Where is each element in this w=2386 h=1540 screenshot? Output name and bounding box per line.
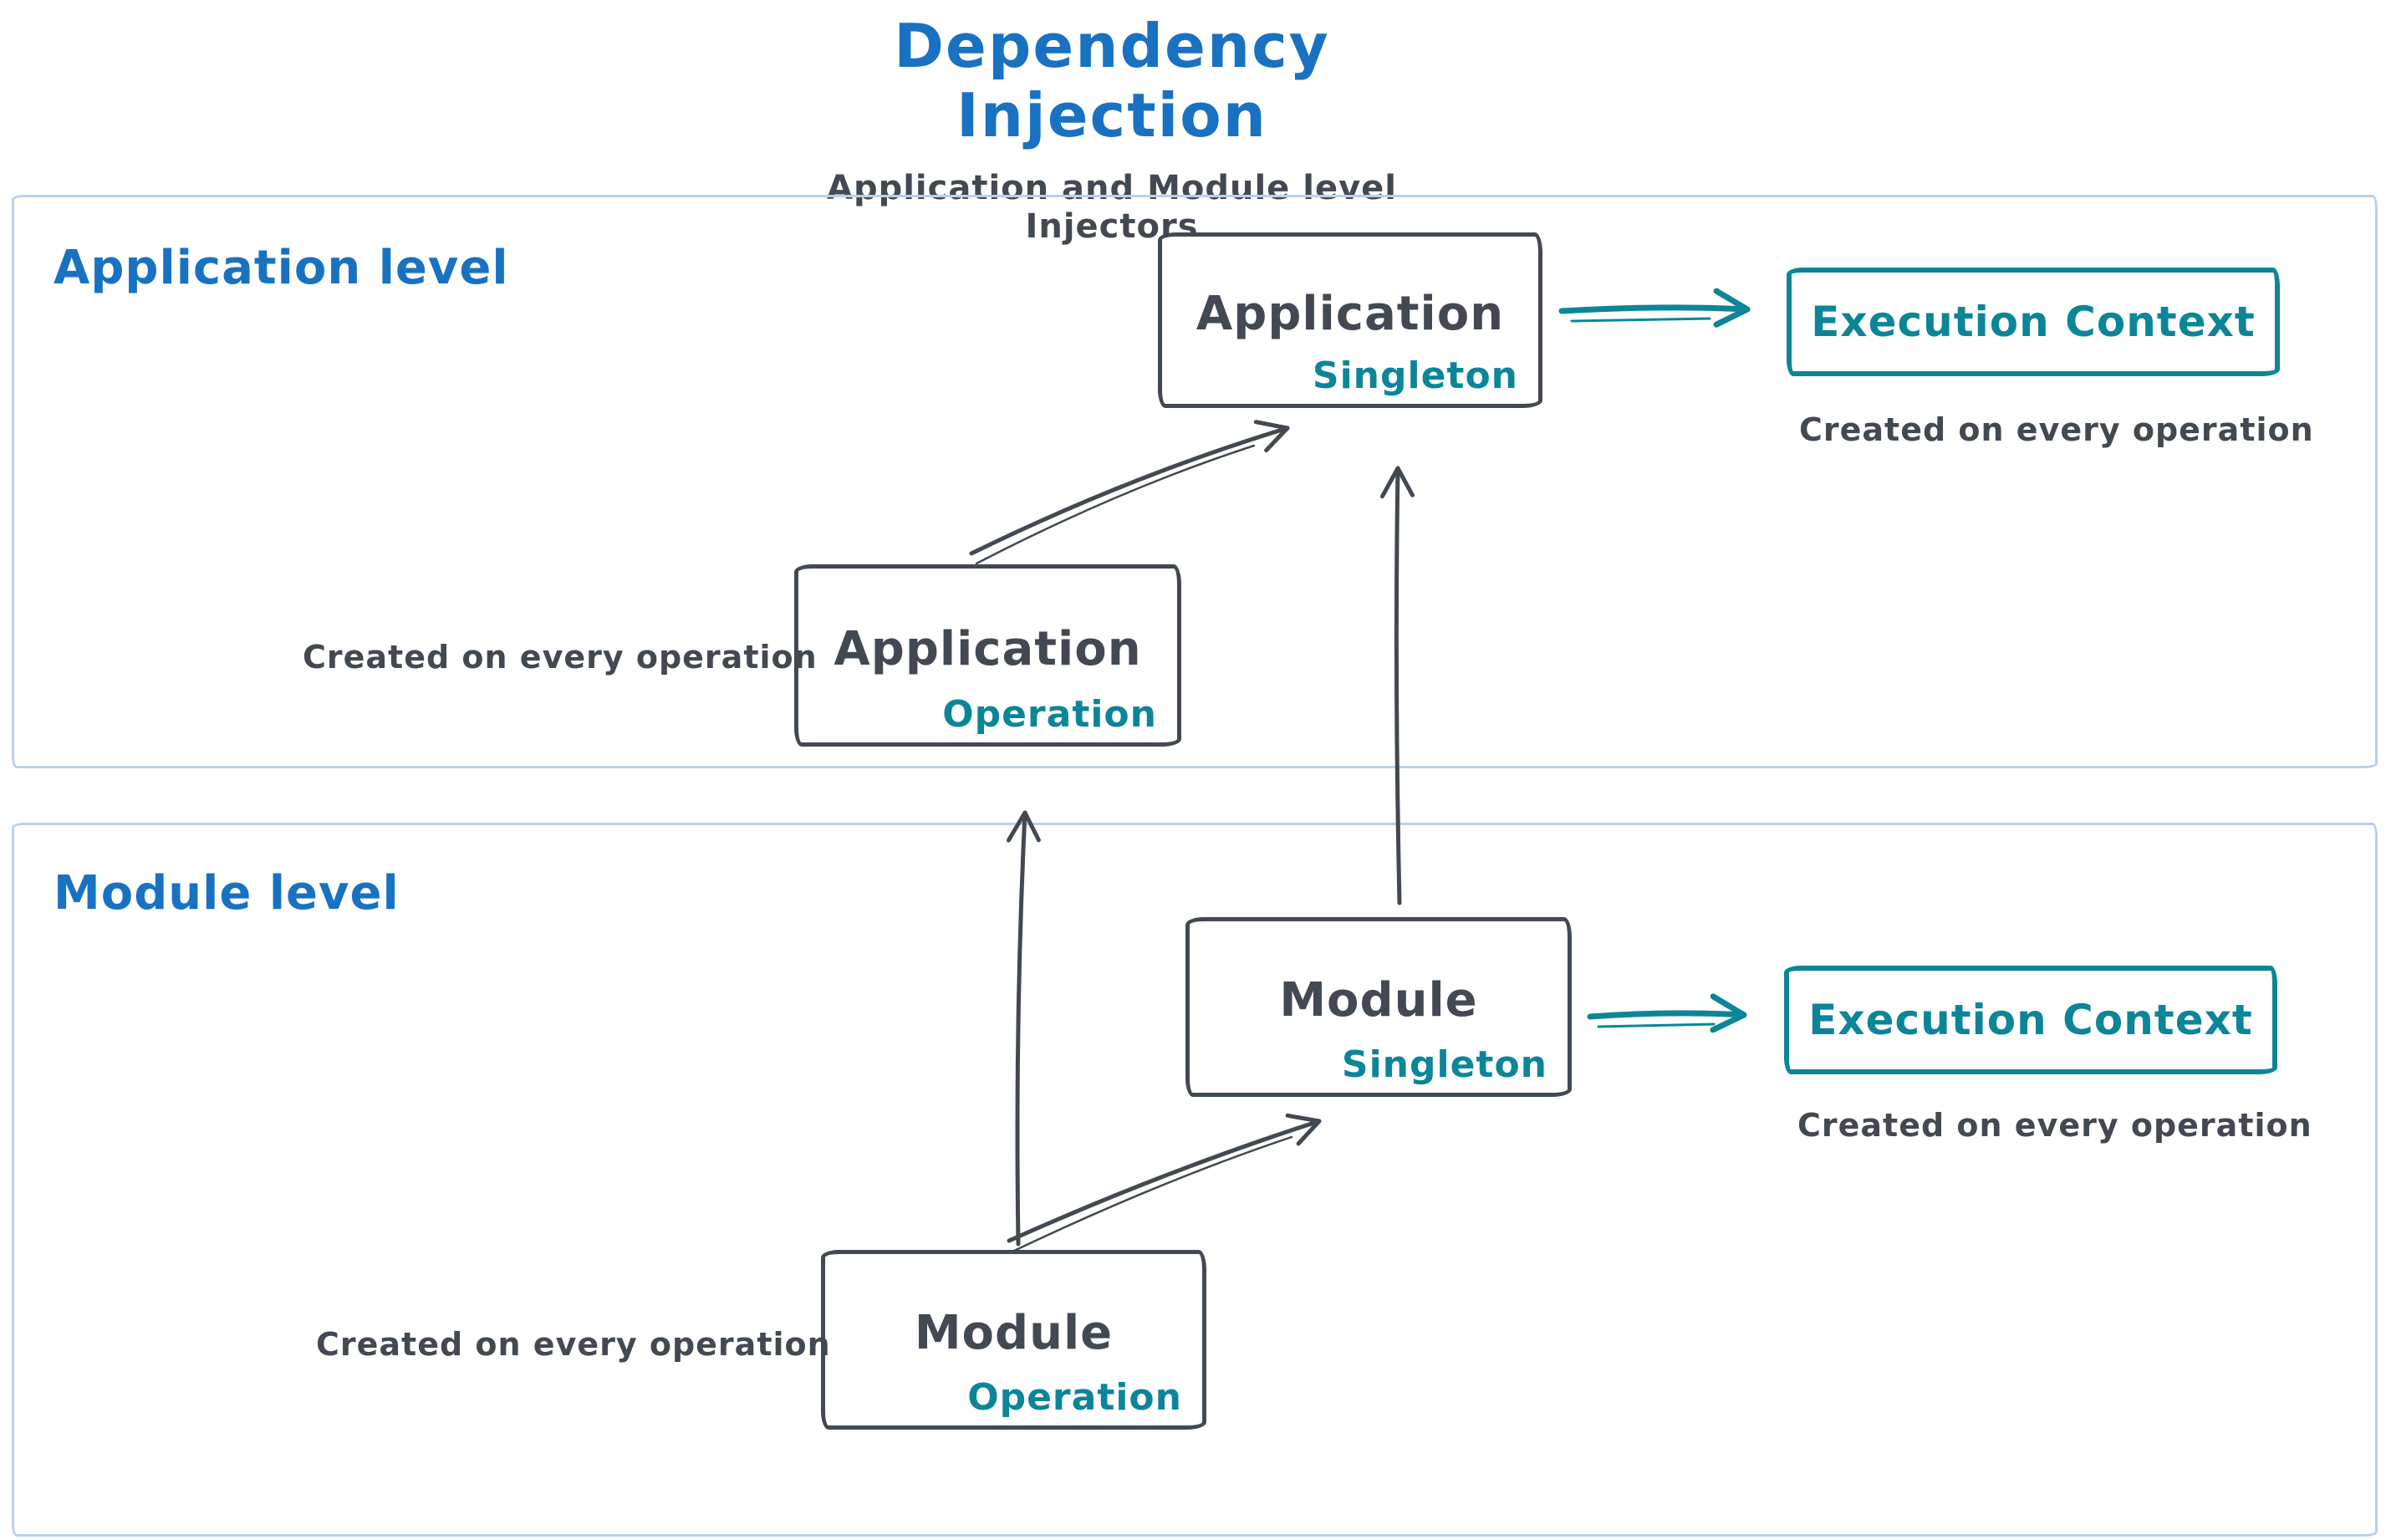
module-singleton-box: Module Singleton xyxy=(1185,917,1572,1097)
module-level-label: Module level xyxy=(54,866,400,920)
module-operation-note: Created on every operation xyxy=(316,1326,831,1363)
module-singleton-title: Module xyxy=(1279,973,1478,1028)
application-execution-context-box: Execution Context xyxy=(1787,268,2280,376)
application-execution-context-note: Created on every operation xyxy=(1799,411,2314,448)
module-singleton-scope-badge: Singleton xyxy=(1341,1043,1547,1086)
module-level-container xyxy=(12,823,2378,1537)
application-level-container xyxy=(12,195,2378,768)
diagram-title: Dependency Injection xyxy=(894,11,1330,150)
application-singleton-title: Application xyxy=(1196,286,1505,341)
module-operation-scope-badge: Operation xyxy=(967,1376,1182,1419)
application-operation-scope-badge: Operation xyxy=(942,693,1157,736)
module-execution-context-note: Created on every operation xyxy=(1797,1107,2312,1144)
module-execution-context-title: Execution Context xyxy=(1808,996,2253,1044)
application-operation-note: Created on every operation xyxy=(303,639,818,676)
module-operation-box: Module Operation xyxy=(821,1250,1206,1430)
module-operation-title: Module xyxy=(914,1306,1114,1360)
application-singleton-scope-badge: Singleton xyxy=(1312,354,1518,397)
application-operation-title: Application xyxy=(834,621,1142,676)
application-level-label: Application level xyxy=(54,241,509,295)
application-singleton-box: Application Singleton xyxy=(1158,232,1542,408)
module-execution-context-box: Execution Context xyxy=(1784,966,2277,1074)
diagram-header: Dependency Injection Application and Mod… xyxy=(736,12,1488,246)
application-operation-box: Application Operation xyxy=(794,564,1181,747)
application-execution-context-title: Execution Context xyxy=(1811,298,2256,346)
diagram-subtitle: Application and Module level Injectors xyxy=(826,168,1397,246)
